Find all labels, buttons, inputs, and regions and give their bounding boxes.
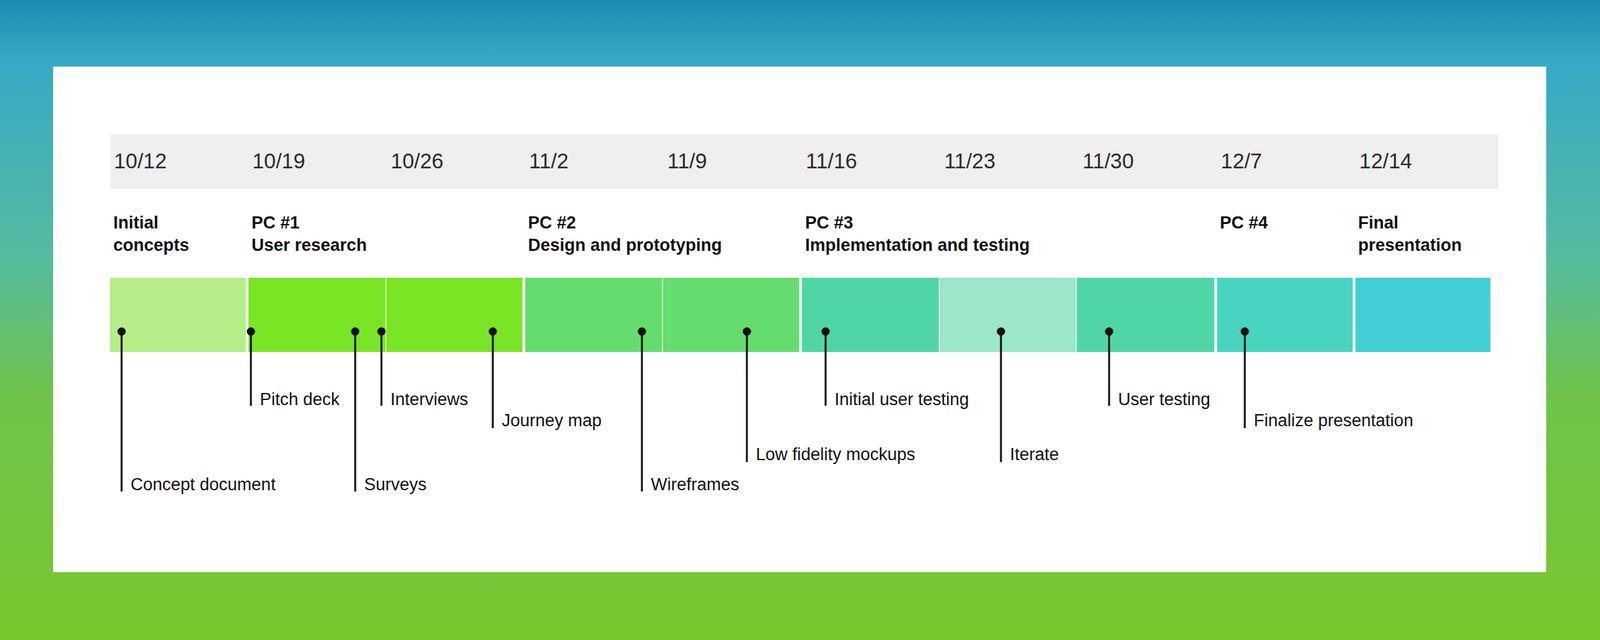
leader-line [746, 331, 749, 463]
date-cell: 12/7 [1217, 134, 1360, 189]
date-text: 10/12 [110, 134, 253, 175]
date-text: 12/14 [1355, 134, 1499, 175]
date-text: 12/7 [1217, 134, 1360, 175]
leader-lines [118, 328, 1248, 492]
date-text: 10/26 [386, 134, 530, 175]
milestone-label: Journey map [501, 409, 602, 432]
milestone-label: Iterate [1009, 443, 1060, 466]
phase-label: PC #2 [528, 211, 576, 235]
milestone-dot [638, 328, 646, 335]
milestone-dot [352, 328, 359, 335]
milestone-dot [118, 328, 125, 335]
date-text: 11/9 [663, 134, 807, 175]
bar-segment [663, 277, 800, 352]
phase-label: Implementation and testing [805, 234, 1030, 257]
leader-line [641, 331, 644, 492]
bar-segment [939, 277, 1076, 352]
milestone-label: Pitch deck [259, 388, 340, 411]
leader-line [1000, 331, 1003, 463]
date-text: 11/2 [525, 134, 669, 175]
milestone-label: Low fidelity mockups [755, 443, 916, 466]
phase-label: PC #3 [805, 211, 854, 235]
leader-line [120, 331, 123, 492]
leader-line [250, 331, 253, 406]
leader-line [354, 331, 357, 492]
milestone-dot [822, 328, 829, 335]
date-text: 10/19 [248, 134, 392, 175]
milestone-label: User testing [1118, 388, 1211, 411]
milestone-label: Surveys [364, 473, 427, 496]
milestone-label: Concept document [130, 473, 276, 496]
milestone-label: Initial user testing [834, 388, 969, 411]
phase-bar [110, 277, 1491, 352]
date-cell: 11/9 [663, 134, 807, 189]
date-cell: 10/19 [248, 134, 392, 189]
phase-label: Design and prototyping [528, 234, 722, 257]
date-cell: 11/30 [1078, 134, 1222, 189]
bar-segment [1355, 277, 1491, 352]
date-text: 11/30 [1078, 134, 1222, 175]
phase-label: PC #4 [1219, 211, 1268, 235]
bar-segment [385, 277, 523, 352]
bar-segment [1217, 277, 1353, 352]
bar-segment [110, 277, 246, 352]
leader-line [380, 331, 383, 406]
milestone-dot [489, 328, 496, 335]
milestone-label: Wireframes [650, 473, 740, 496]
milestone-dot [1241, 328, 1248, 335]
date-cell: 10/12 [110, 134, 253, 189]
leader-line [824, 331, 827, 406]
date-cell: 11/2 [525, 134, 669, 189]
phase-label: Initial concepts [113, 211, 223, 257]
leader-line [1108, 331, 1111, 406]
bar-segment [1076, 277, 1215, 352]
milestone-dot [1105, 328, 1113, 335]
date-text: 11/23 [940, 134, 1083, 175]
phase-label: Final presentation [1358, 211, 1480, 257]
date-cell: 11/16 [801, 134, 945, 189]
phase-label: PC #1 [251, 211, 300, 235]
date-cell: 12/14 [1355, 134, 1499, 189]
bar-segment [801, 277, 939, 352]
milestone-dot [247, 328, 255, 335]
date-cell: 10/26 [386, 134, 530, 189]
milestone-dot [997, 328, 1005, 335]
bar-segment [248, 277, 386, 352]
milestone-dot [378, 328, 385, 335]
leader-line [1244, 331, 1247, 429]
leader-line [492, 331, 495, 429]
phase-label: User research [251, 234, 367, 257]
date-text: 11/16 [801, 134, 945, 175]
milestone-label: Interviews [390, 388, 469, 411]
date-cell: 11/23 [940, 134, 1083, 189]
milestone-label: Finalize presentation [1253, 409, 1414, 432]
milestone-dot [743, 328, 751, 335]
